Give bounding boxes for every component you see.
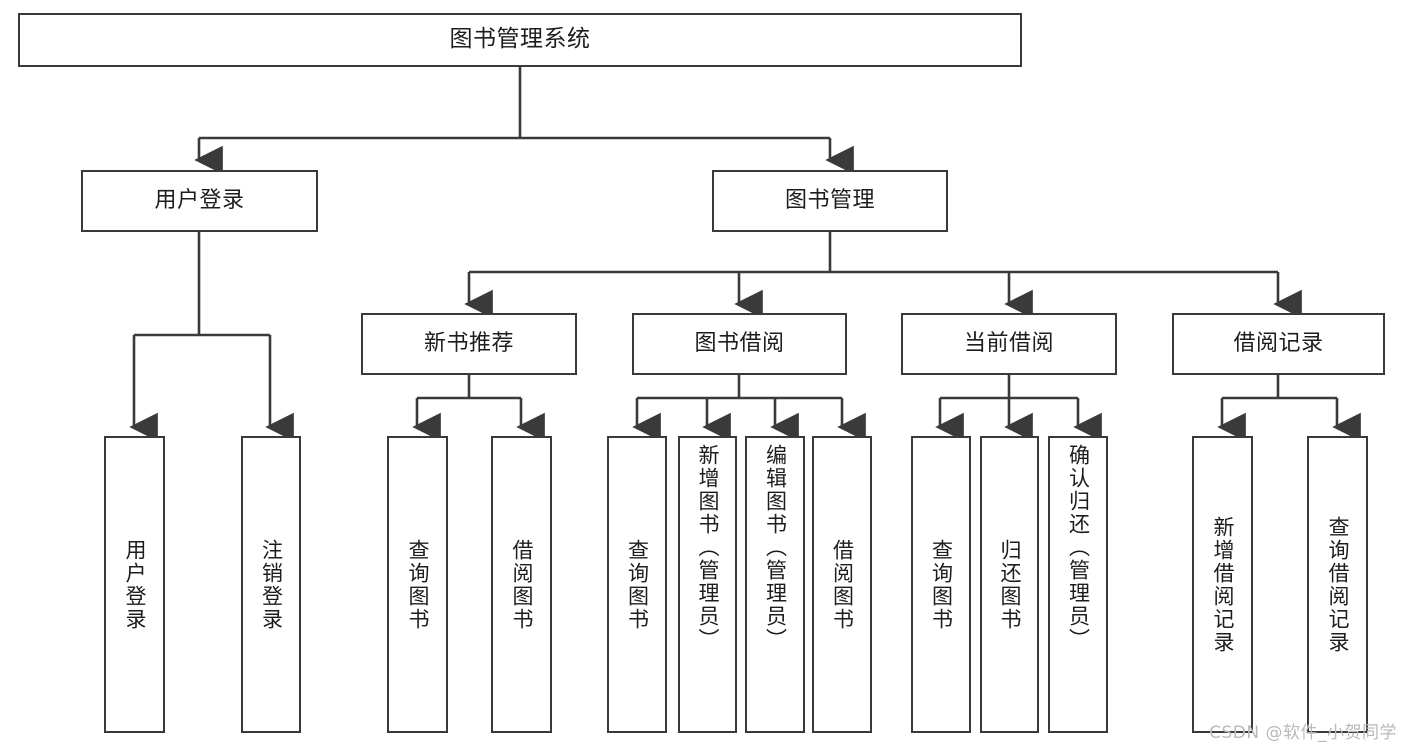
node-label: 查询借阅记录	[1326, 515, 1350, 654]
leaf-query-book-recommend[interactable]: 查询图书	[387, 436, 448, 733]
node-label: 确认归还（管理员）	[1066, 444, 1091, 651]
node-label: 查询图书	[625, 538, 650, 631]
node-label: 编辑图书（管理员）	[763, 444, 788, 651]
node-label: 借阅图书	[830, 538, 855, 631]
leaf-edit-book-admin[interactable]: 编辑图书（管理员）	[745, 436, 805, 733]
leaf-borrow-book[interactable]: 借阅图书	[812, 436, 872, 733]
watermark: CSDN @软件_小贺同学	[1209, 723, 1397, 743]
leaf-return-book[interactable]: 归还图书	[980, 436, 1039, 733]
leaf-confirm-return-admin[interactable]: 确认归还（管理员）	[1048, 436, 1108, 733]
node-label: 新增图书（管理员）	[696, 444, 720, 651]
node-borrow-records[interactable]: 借阅记录	[1172, 313, 1385, 375]
node-root-system[interactable]: 图书管理系统	[18, 13, 1022, 67]
node-new-book-recommend[interactable]: 新书推荐	[361, 313, 577, 375]
leaf-user-login[interactable]: 用户登录	[104, 436, 165, 733]
node-label: 用户登录	[123, 538, 147, 631]
node-book-management[interactable]: 图书管理	[712, 170, 948, 232]
node-label: 借阅图书	[510, 538, 534, 631]
node-label: 新书推荐	[423, 330, 514, 356]
node-book-borrow[interactable]: 图书借阅	[632, 313, 847, 375]
node-label: 图书借阅	[694, 330, 785, 356]
leaf-borrow-book-recommend[interactable]: 借阅图书	[491, 436, 552, 733]
leaf-query-book-borrow[interactable]: 查询图书	[607, 436, 667, 733]
node-label: 图书管理	[784, 187, 875, 213]
leaf-add-borrow-record[interactable]: 新增借阅记录	[1192, 436, 1253, 733]
node-label: 新增借阅记录	[1211, 515, 1235, 654]
node-current-borrow[interactable]: 当前借阅	[901, 313, 1117, 375]
node-label: 注销登录	[259, 538, 284, 631]
leaf-query-book-current[interactable]: 查询图书	[911, 436, 971, 733]
node-label: 用户登录	[154, 187, 245, 213]
leaf-logout[interactable]: 注销登录	[241, 436, 301, 733]
node-label: 查询图书	[929, 538, 954, 631]
leaf-add-book-admin[interactable]: 新增图书（管理员）	[678, 436, 737, 733]
leaf-query-borrow-record[interactable]: 查询借阅记录	[1307, 436, 1368, 733]
node-label: 当前借阅	[963, 330, 1054, 356]
node-label: 查询图书	[406, 538, 430, 631]
node-user-login[interactable]: 用户登录	[81, 170, 318, 232]
node-label: 归还图书	[998, 538, 1022, 631]
node-label: 借阅记录	[1233, 330, 1324, 356]
node-label: 图书管理系统	[449, 26, 591, 53]
